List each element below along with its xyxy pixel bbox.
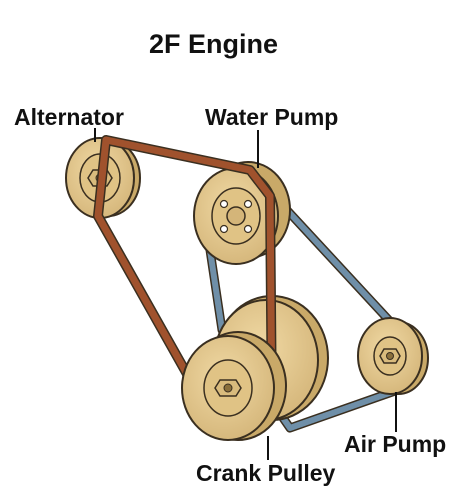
water-pump-label: Water Pump [205, 104, 339, 130]
water-pump-pulley [193, 161, 291, 265]
bolt-hole-icon [219, 199, 229, 209]
air-pump-pulley [357, 317, 429, 395]
crank-pulley-label: Crank Pulley [196, 460, 336, 486]
diagram-title: 2F Engine [149, 29, 279, 59]
leader-lines [94, 128, 397, 460]
air-pump-label: Air Pump [344, 431, 447, 457]
alternator-label: Alternator [14, 104, 124, 130]
crank-pulley-front [181, 331, 287, 441]
bolt-hole-icon [219, 224, 229, 234]
bolt-hole-icon [243, 224, 253, 234]
bolt-hole-icon [243, 199, 253, 209]
